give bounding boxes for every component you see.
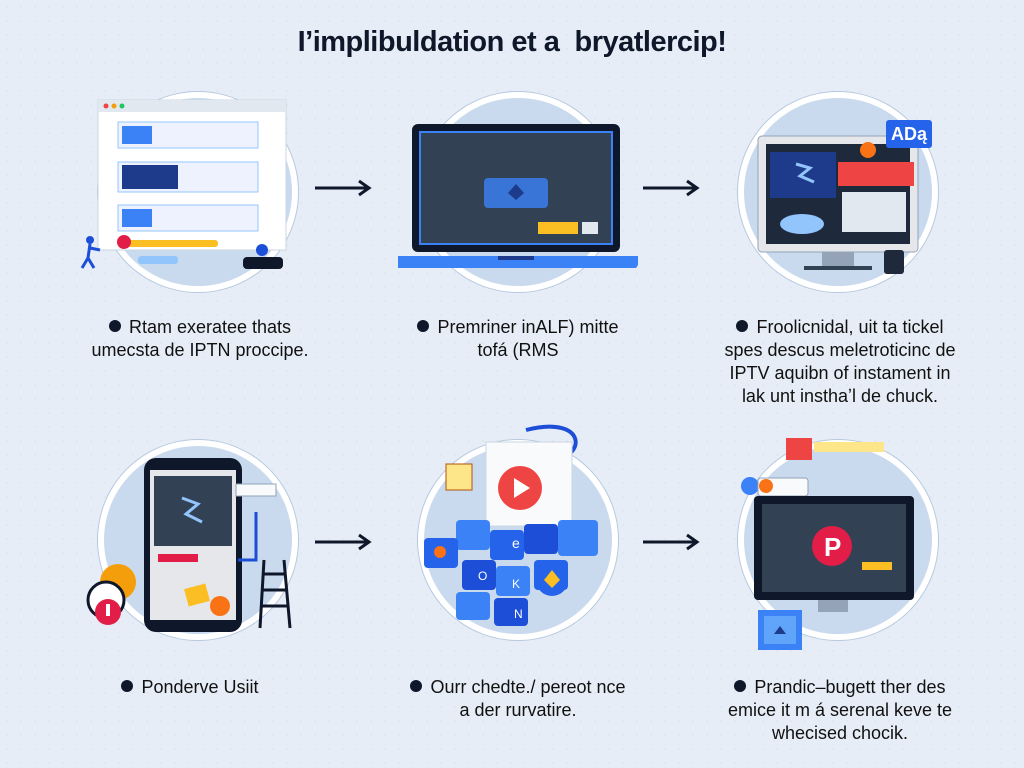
step-2: [398, 72, 638, 312]
arrow-right-icon: [315, 179, 372, 197]
app-cluster-icon: e O K N: [424, 424, 598, 626]
caption-line: spes descus meletroticinc de: [724, 340, 956, 360]
svg-text:N: N: [514, 607, 523, 621]
svg-text:O: O: [478, 569, 487, 583]
caption-line: emice it m á serenal keve te: [727, 700, 953, 720]
laptop-icon: [398, 124, 638, 268]
step-5: e O K N: [398, 420, 638, 660]
step-caption: Froolicnidal, uit ta tickel spes descus …: [690, 316, 990, 408]
caption-line: Prandic–bugett ther des: [690, 676, 990, 699]
bullet-icon: [736, 320, 749, 332]
bullet-icon: [734, 680, 747, 692]
monitor-ad-icon: [757, 135, 919, 274]
caption-line: Ponderve Usiit: [40, 676, 340, 699]
step-caption: Ponderve Usiit: [40, 676, 340, 699]
step-4: [78, 420, 318, 660]
arrow-right-icon: [643, 179, 700, 197]
caption-line: Premriner inALF) mitte: [368, 316, 668, 339]
caption-line: umecsta de IPTN proccipe.: [91, 340, 309, 360]
step-1: [78, 72, 318, 312]
arrow-right-icon: [643, 533, 700, 551]
svg-text:e: e: [512, 535, 520, 551]
caption-line: IPTV aquibn of instament in: [729, 363, 951, 383]
caption-line: a der rurvatire.: [459, 700, 577, 720]
step-caption: Ourr chedte./ pereot nce a der rurvatire…: [368, 676, 668, 722]
caption-line: whecised chocik.: [771, 723, 909, 743]
browser-window-icon: [80, 99, 287, 269]
caption-line: Ourr chedte./ pereot nce: [368, 676, 668, 699]
tv-play-icon: P: [741, 438, 914, 650]
page-title: I’implibuldation et a bryatlercip!: [297, 26, 727, 58]
svg-text:P: P: [824, 532, 841, 562]
step-caption: Rtam exeratee thats umecsta de IPTN proc…: [50, 316, 350, 362]
caption-line: tofá (RMS: [477, 340, 559, 360]
bullet-icon: [410, 680, 423, 692]
caption-line: Rtam exeratee thats: [50, 316, 350, 339]
bullet-icon: [108, 320, 121, 332]
ad-badge: ADą: [886, 120, 932, 148]
bullet-icon: [121, 680, 134, 692]
step-3: ADą: [718, 72, 958, 312]
arrow-right-icon: [315, 533, 372, 551]
smartphone-icon: [86, 458, 292, 632]
step-caption: Prandic–bugett ther des emice it m á ser…: [690, 676, 990, 745]
caption-line: lak unt insthaʼl de chuck.: [741, 386, 939, 406]
step-caption: Premriner inALF) mitte tofá (RMS: [368, 316, 668, 362]
svg-text:K: K: [512, 577, 520, 591]
caption-line: Froolicnidal, uit ta tickel: [690, 316, 990, 339]
bullet-icon: [417, 320, 430, 332]
step-6: P: [718, 420, 958, 660]
